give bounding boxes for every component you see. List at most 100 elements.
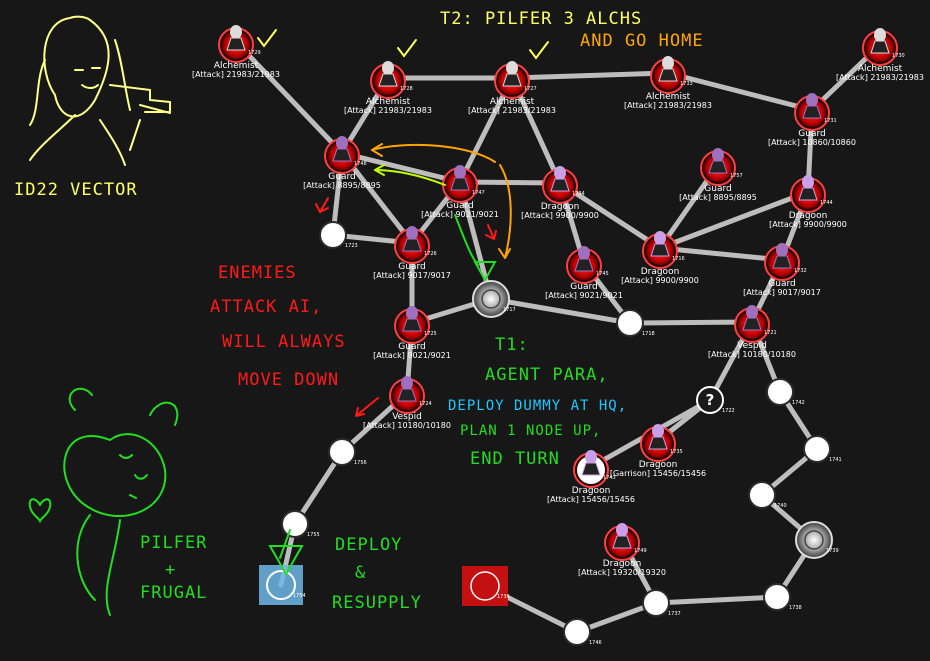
alchemist-unit-icon	[874, 28, 886, 42]
enemy-name-label: Alchemist	[214, 61, 259, 71]
heliport-icon	[472, 280, 510, 318]
note-t2: T2: PILFER 3 ALCHS	[440, 9, 642, 29]
enemy-name-label: Dragoon	[603, 559, 642, 569]
map-node-1722[interactable]: ?1722	[696, 386, 735, 414]
map-node-1737[interactable]: 1737	[642, 589, 681, 617]
empty-node-icon	[319, 221, 347, 249]
guard-unit-icon	[806, 93, 818, 107]
node-id-label: 1730	[892, 53, 905, 59]
empty-node-icon	[616, 309, 644, 337]
map-edge	[653, 594, 780, 606]
guard-unit-icon	[776, 243, 788, 257]
map-node-1717[interactable]: 1717	[472, 280, 516, 318]
map-node-1755[interactable]: 1755	[281, 510, 320, 538]
node-id-label: 1743	[603, 475, 616, 481]
alchemist-unit-icon	[662, 56, 674, 70]
map-node-1742[interactable]: 1742	[766, 378, 805, 406]
guard-unit-icon	[712, 148, 724, 162]
node-id-label: 1737	[668, 611, 681, 617]
map-node-1718[interactable]: 1718	[616, 309, 655, 337]
map-node-1738[interactable]: 1738	[763, 583, 802, 611]
note-t1: T1: AGENT PARA, DEPLOY DUMMY AT HQ, PLAN…	[448, 335, 626, 469]
enemy-name-label: Alchemist	[366, 97, 411, 107]
map-node-1740[interactable]: 1740	[748, 481, 787, 509]
map-node-1756[interactable]: 1756	[328, 438, 367, 466]
enemy-stat-label: [Attack] 21983/21983	[468, 106, 556, 115]
svg-text:+: +	[165, 560, 176, 580]
alchemist-unit-icon	[506, 61, 518, 75]
enemy-name-label: Guard	[328, 172, 355, 182]
enemy-stat-label: [Attack] 9021/9021	[421, 210, 499, 219]
enemy-name-label: Guard	[570, 282, 597, 292]
svg-text:ENEMIES: ENEMIES	[218, 263, 297, 283]
note-id-vector: ID22 VECTOR	[14, 180, 138, 200]
enemy-stat-label: [Attack] 9017/9017	[743, 288, 821, 297]
svg-text:RESUPPLY: RESUPPLY	[332, 593, 422, 613]
map-edge	[657, 245, 785, 263]
node-id-label: 1739	[826, 548, 839, 554]
sketch-checkmarks	[257, 29, 549, 60]
node-id-label: 1723	[345, 243, 358, 249]
node-id-label: 1717	[503, 307, 516, 313]
map-node-1739[interactable]: 1739	[795, 521, 839, 559]
map-node-1736[interactable]: 1736	[462, 566, 510, 606]
node-id-label: 1721	[764, 330, 777, 336]
node-id-label: 1741	[829, 457, 842, 463]
sketch-vector-doodle	[29, 15, 171, 166]
empty-node-icon	[763, 583, 791, 611]
empty-node-icon	[563, 618, 591, 646]
vespid-unit-icon	[401, 376, 413, 390]
map-node-1741[interactable]: 1741	[803, 435, 842, 463]
enemy-name-label: Guard	[768, 279, 795, 289]
enemy-name-label: Dragoon	[572, 486, 611, 496]
enemy-stat-label: [Attack] 10860/10860	[768, 138, 856, 147]
empty-node-icon	[642, 589, 670, 617]
node-id-label: 1724	[419, 401, 432, 407]
enemy-stat-label: [Attack] 9900/9900	[521, 211, 599, 220]
node-id-label: 1734	[572, 191, 585, 197]
node-id-label: 1757	[730, 173, 743, 179]
node-id-label: 1742	[792, 400, 805, 406]
note-t2-go-home: AND GO HOME	[580, 31, 704, 51]
map-node-1743[interactable]: Dragoon[Attack] 15456/15456 1743	[547, 450, 635, 504]
node-id-label: 1733	[680, 81, 693, 87]
enemy-stat-label: [Attack] 21983/21983	[624, 101, 712, 110]
unknown-node-icon	[696, 386, 724, 414]
guard-unit-icon	[336, 136, 348, 150]
note-deploy-resupply: DEPLOY & RESUPPLY	[332, 535, 422, 613]
map-node-1754[interactable]: 1754	[259, 565, 306, 605]
question-mark-icon: ?	[706, 391, 715, 409]
node-id-label: 1716	[672, 256, 685, 262]
map-node-1746[interactable]: 1746	[563, 618, 602, 646]
map-edge	[339, 150, 463, 185]
enemy-stat-label: [Attack] 15456/15456	[547, 495, 635, 504]
enemy-name-label: Guard	[704, 184, 731, 194]
svg-text:MOVE DOWN: MOVE DOWN	[238, 370, 339, 390]
map-edge	[488, 296, 633, 326]
enemy-stat-label: [Attack] 19320/19320	[578, 568, 666, 577]
enemy-name-label: Dragoon	[789, 211, 828, 221]
map-node-1723[interactable]: 1723	[319, 221, 358, 249]
dragoon-unit-icon	[585, 450, 597, 464]
vespid-unit-icon	[746, 305, 758, 319]
